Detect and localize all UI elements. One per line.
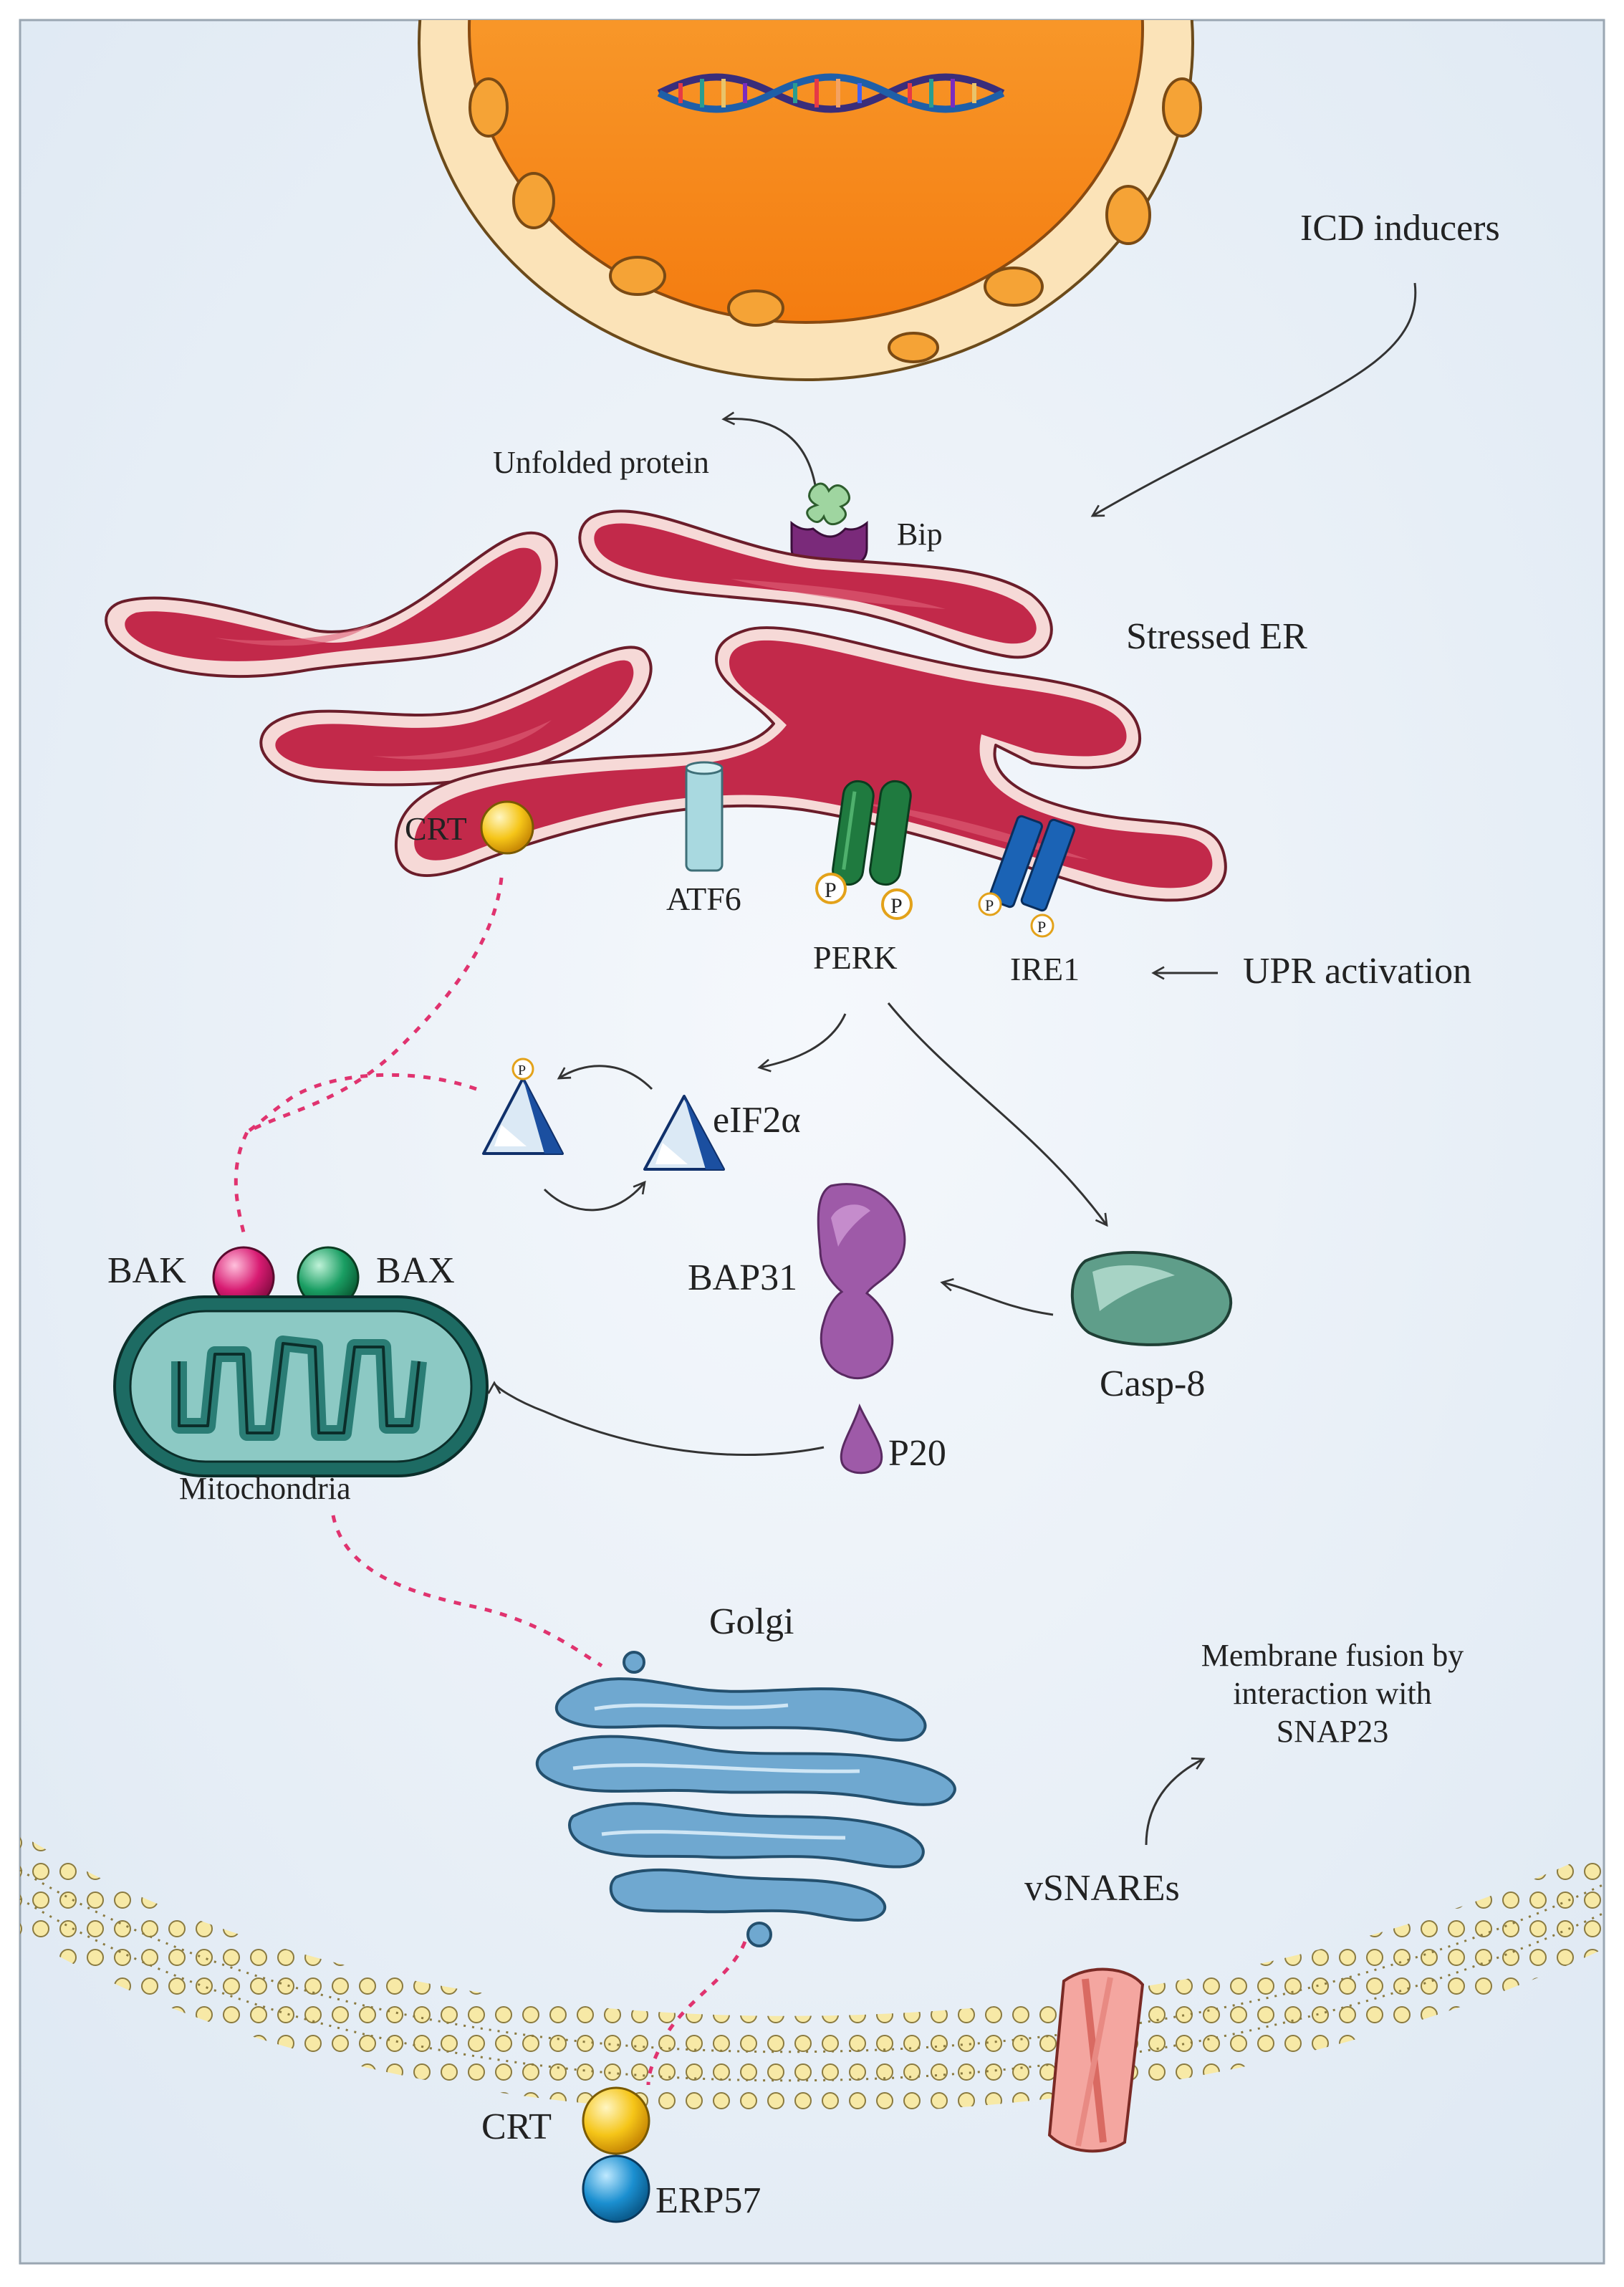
- atf6-receptor: [685, 761, 724, 872]
- svg-text:P: P: [985, 896, 994, 914]
- bap31-protein: [817, 1183, 906, 1380]
- arrow-casp8-to-bap31: [940, 1277, 1054, 1316]
- golgi-highlights: [572, 1703, 860, 1840]
- svg-text:P: P: [518, 1063, 526, 1078]
- plasma-membrane: [19, 1834, 1605, 2114]
- arrow-icd-to-er: [1090, 282, 1417, 517]
- dna-icon: [657, 73, 1005, 113]
- stressed-er: [105, 509, 1227, 902]
- p20-fragment: [840, 1403, 883, 1475]
- arrow-vsnares-fusion: [1145, 1757, 1206, 1846]
- label-erp57: ERP57: [655, 2180, 761, 2221]
- svg-text:P: P: [1037, 918, 1046, 936]
- arrow-unfolded-protein: [721, 411, 818, 495]
- label-bip: Bip: [897, 517, 943, 552]
- label-icd-inducers: ICD inducers: [1300, 208, 1500, 249]
- arrow-perk-to-casp8: [887, 1002, 1108, 1227]
- label-bak: BAK: [107, 1250, 186, 1291]
- label-perk: PERK: [813, 939, 898, 976]
- mitochondria: [113, 1295, 489, 1477]
- eif2a-protein: [643, 1095, 725, 1171]
- unfolded-protein-icon: [806, 482, 851, 526]
- phospho-icon: P: [1030, 914, 1054, 938]
- arrow-p20-to-mito: [487, 1381, 825, 1456]
- label-membrane-fusion-2: interaction with: [1233, 1676, 1431, 1711]
- label-atf6: ATF6: [666, 881, 741, 917]
- phospho-icon: P: [815, 873, 847, 904]
- label-stressed-er: Stressed ER: [1126, 616, 1307, 657]
- svg-text:P: P: [825, 878, 837, 902]
- arrow-perk-to-eif2a: [757, 1013, 847, 1073]
- label-crt-er: CRT: [405, 810, 467, 847]
- label-upr-activation: UPR activation: [1243, 951, 1471, 992]
- label-vsnares: vSNAREs: [1024, 1868, 1180, 1909]
- label-mitochondria: Mitochondria: [179, 1471, 351, 1506]
- casp8-protein: [1070, 1251, 1233, 1346]
- crt-protein-er: [480, 800, 534, 855]
- erp57-protein: [582, 2154, 650, 2223]
- svg-text:P: P: [890, 894, 903, 918]
- label-crt-membrane: CRT: [481, 2106, 552, 2147]
- eif2a-phosphorylated: [482, 1077, 564, 1155]
- arrow-eif2a-phospho: [557, 1065, 653, 1090]
- label-ire1: IRE1: [1010, 951, 1080, 987]
- label-eif2a: eIF2α: [713, 1100, 801, 1141]
- phospho-icon: P: [511, 1058, 534, 1080]
- label-membrane-fusion-3: SNAP23: [1277, 1714, 1389, 1749]
- nucleus: [418, 20, 1202, 381]
- phospho-icon: P: [978, 892, 1002, 916]
- crt-protein-membrane: [582, 2086, 650, 2155]
- label-bax: BAX: [376, 1250, 455, 1291]
- label-bap31: BAP31: [688, 1257, 797, 1298]
- phospho-icon: P: [881, 888, 913, 920]
- ire1-receptor: [988, 815, 1075, 912]
- label-casp8: Casp-8: [1100, 1363, 1205, 1404]
- label-p20: P20: [888, 1433, 946, 1474]
- label-membrane-fusion-1: Membrane fusion by: [1201, 1638, 1464, 1673]
- label-golgi: Golgi: [709, 1601, 794, 1642]
- label-unfolded-protein: Unfolded protein: [493, 445, 709, 480]
- arrow-eif2a-dephospho: [543, 1180, 646, 1212]
- vsnare-channel: [1047, 1967, 1145, 2153]
